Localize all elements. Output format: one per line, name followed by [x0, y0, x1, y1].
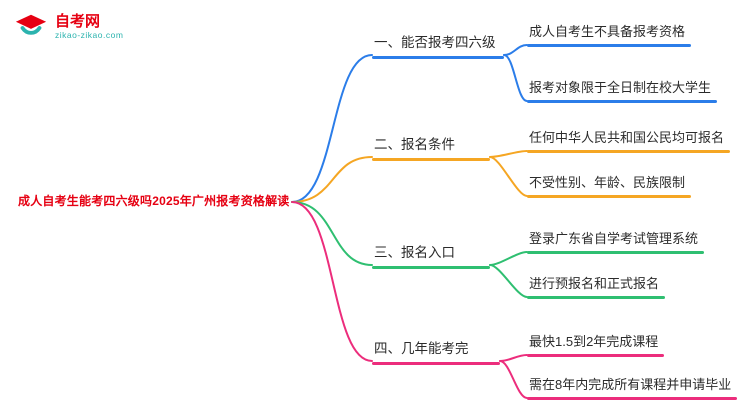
leaf-4-1-underline — [527, 354, 665, 357]
leaf-2-2-label: 不受性别、年龄、民族限制 — [529, 175, 686, 190]
leaf-1-2-underline — [527, 100, 718, 103]
leaf-4-1-label: 最快1.5到2年完成课程 — [529, 334, 659, 349]
branch-node-1: 一、能否报考四六级 — [372, 32, 504, 59]
leaf-4-2-label: 需在8年内完成所有课程并申请毕业 — [529, 377, 732, 392]
leaf-node-2-2: 不受性别、年龄、民族限制 — [527, 173, 692, 198]
branch-node-3: 三、报名入口 — [372, 242, 490, 269]
connector-root-branch4 — [291, 201, 373, 362]
branch-3-label: 三、报名入口 — [374, 245, 455, 260]
leaf-node-1-1: 成人自考生不具备报考资格 — [527, 22, 692, 47]
branch-4-underline — [372, 362, 500, 365]
branch-node-4: 四、几年能考完 — [372, 338, 500, 365]
connector-root-branch2 — [291, 156, 373, 203]
graduation-cap-icon — [15, 14, 47, 35]
connector-branch2-leaf1 — [489, 150, 528, 158]
leaf-3-2-underline — [527, 296, 666, 299]
connector-branch3-leaf1 — [489, 251, 528, 266]
leaf-node-3-1: 登录广东省自学考试管理系统 — [527, 229, 705, 254]
logo-domain: zikao-zikao.com — [55, 30, 124, 40]
branch-1-label: 一、能否报考四六级 — [374, 35, 496, 50]
logo-title: 自考网 — [55, 13, 101, 30]
connector-branch3-leaf2 — [489, 264, 528, 298]
connector-branch4-leaf2 — [499, 360, 528, 399]
connector-branch1-leaf1 — [503, 44, 528, 56]
leaf-3-2-label: 进行预报名和正式报名 — [529, 276, 660, 291]
leaf-node-1-2: 报考对象限于全日制在校大学生 — [527, 78, 718, 103]
leaf-node-4-1: 最快1.5到2年完成课程 — [527, 332, 665, 357]
leaf-1-1-underline — [527, 44, 692, 47]
connector-branch4-leaf1 — [499, 354, 528, 362]
connector-root-branch1 — [291, 54, 373, 203]
leaf-node-2-1: 任何中华人民共和国公民均可报名 — [527, 128, 731, 153]
leaf-node-3-2: 进行预报名和正式报名 — [527, 274, 666, 299]
connector-branch2-leaf2 — [489, 156, 528, 197]
branch-node-2: 二、报名条件 — [372, 134, 490, 161]
logo: 自考网 zikao-zikao.com — [14, 10, 123, 44]
leaf-2-2-underline — [527, 195, 692, 198]
branch-4-label: 四、几年能考完 — [374, 341, 469, 356]
leaf-3-1-underline — [527, 251, 705, 254]
leaf-1-1-label: 成人自考生不具备报考资格 — [529, 24, 686, 39]
leaf-2-1-underline — [527, 150, 731, 153]
leaf-2-1-label: 任何中华人民共和国公民均可报名 — [529, 130, 725, 145]
branch-2-label: 二、报名条件 — [374, 137, 455, 152]
connector-branch1-leaf2 — [503, 54, 528, 102]
branch-1-underline — [372, 56, 504, 59]
root-topic: 成人自考生能考四六级吗2025年广州报考资格解读 — [18, 194, 290, 208]
leaf-node-4-2: 需在8年内完成所有课程并申请毕业 — [527, 375, 738, 400]
branch-2-underline — [372, 158, 490, 161]
connector-root-branch3 — [291, 201, 373, 266]
leaf-3-1-label: 登录广东省自学考试管理系统 — [529, 231, 699, 246]
logo-text: 自考网 zikao-zikao.com — [55, 13, 123, 41]
branch-3-underline — [372, 266, 490, 269]
leaf-4-2-underline — [527, 397, 738, 400]
leaf-1-2-label: 报考对象限于全日制在校大学生 — [529, 80, 712, 95]
